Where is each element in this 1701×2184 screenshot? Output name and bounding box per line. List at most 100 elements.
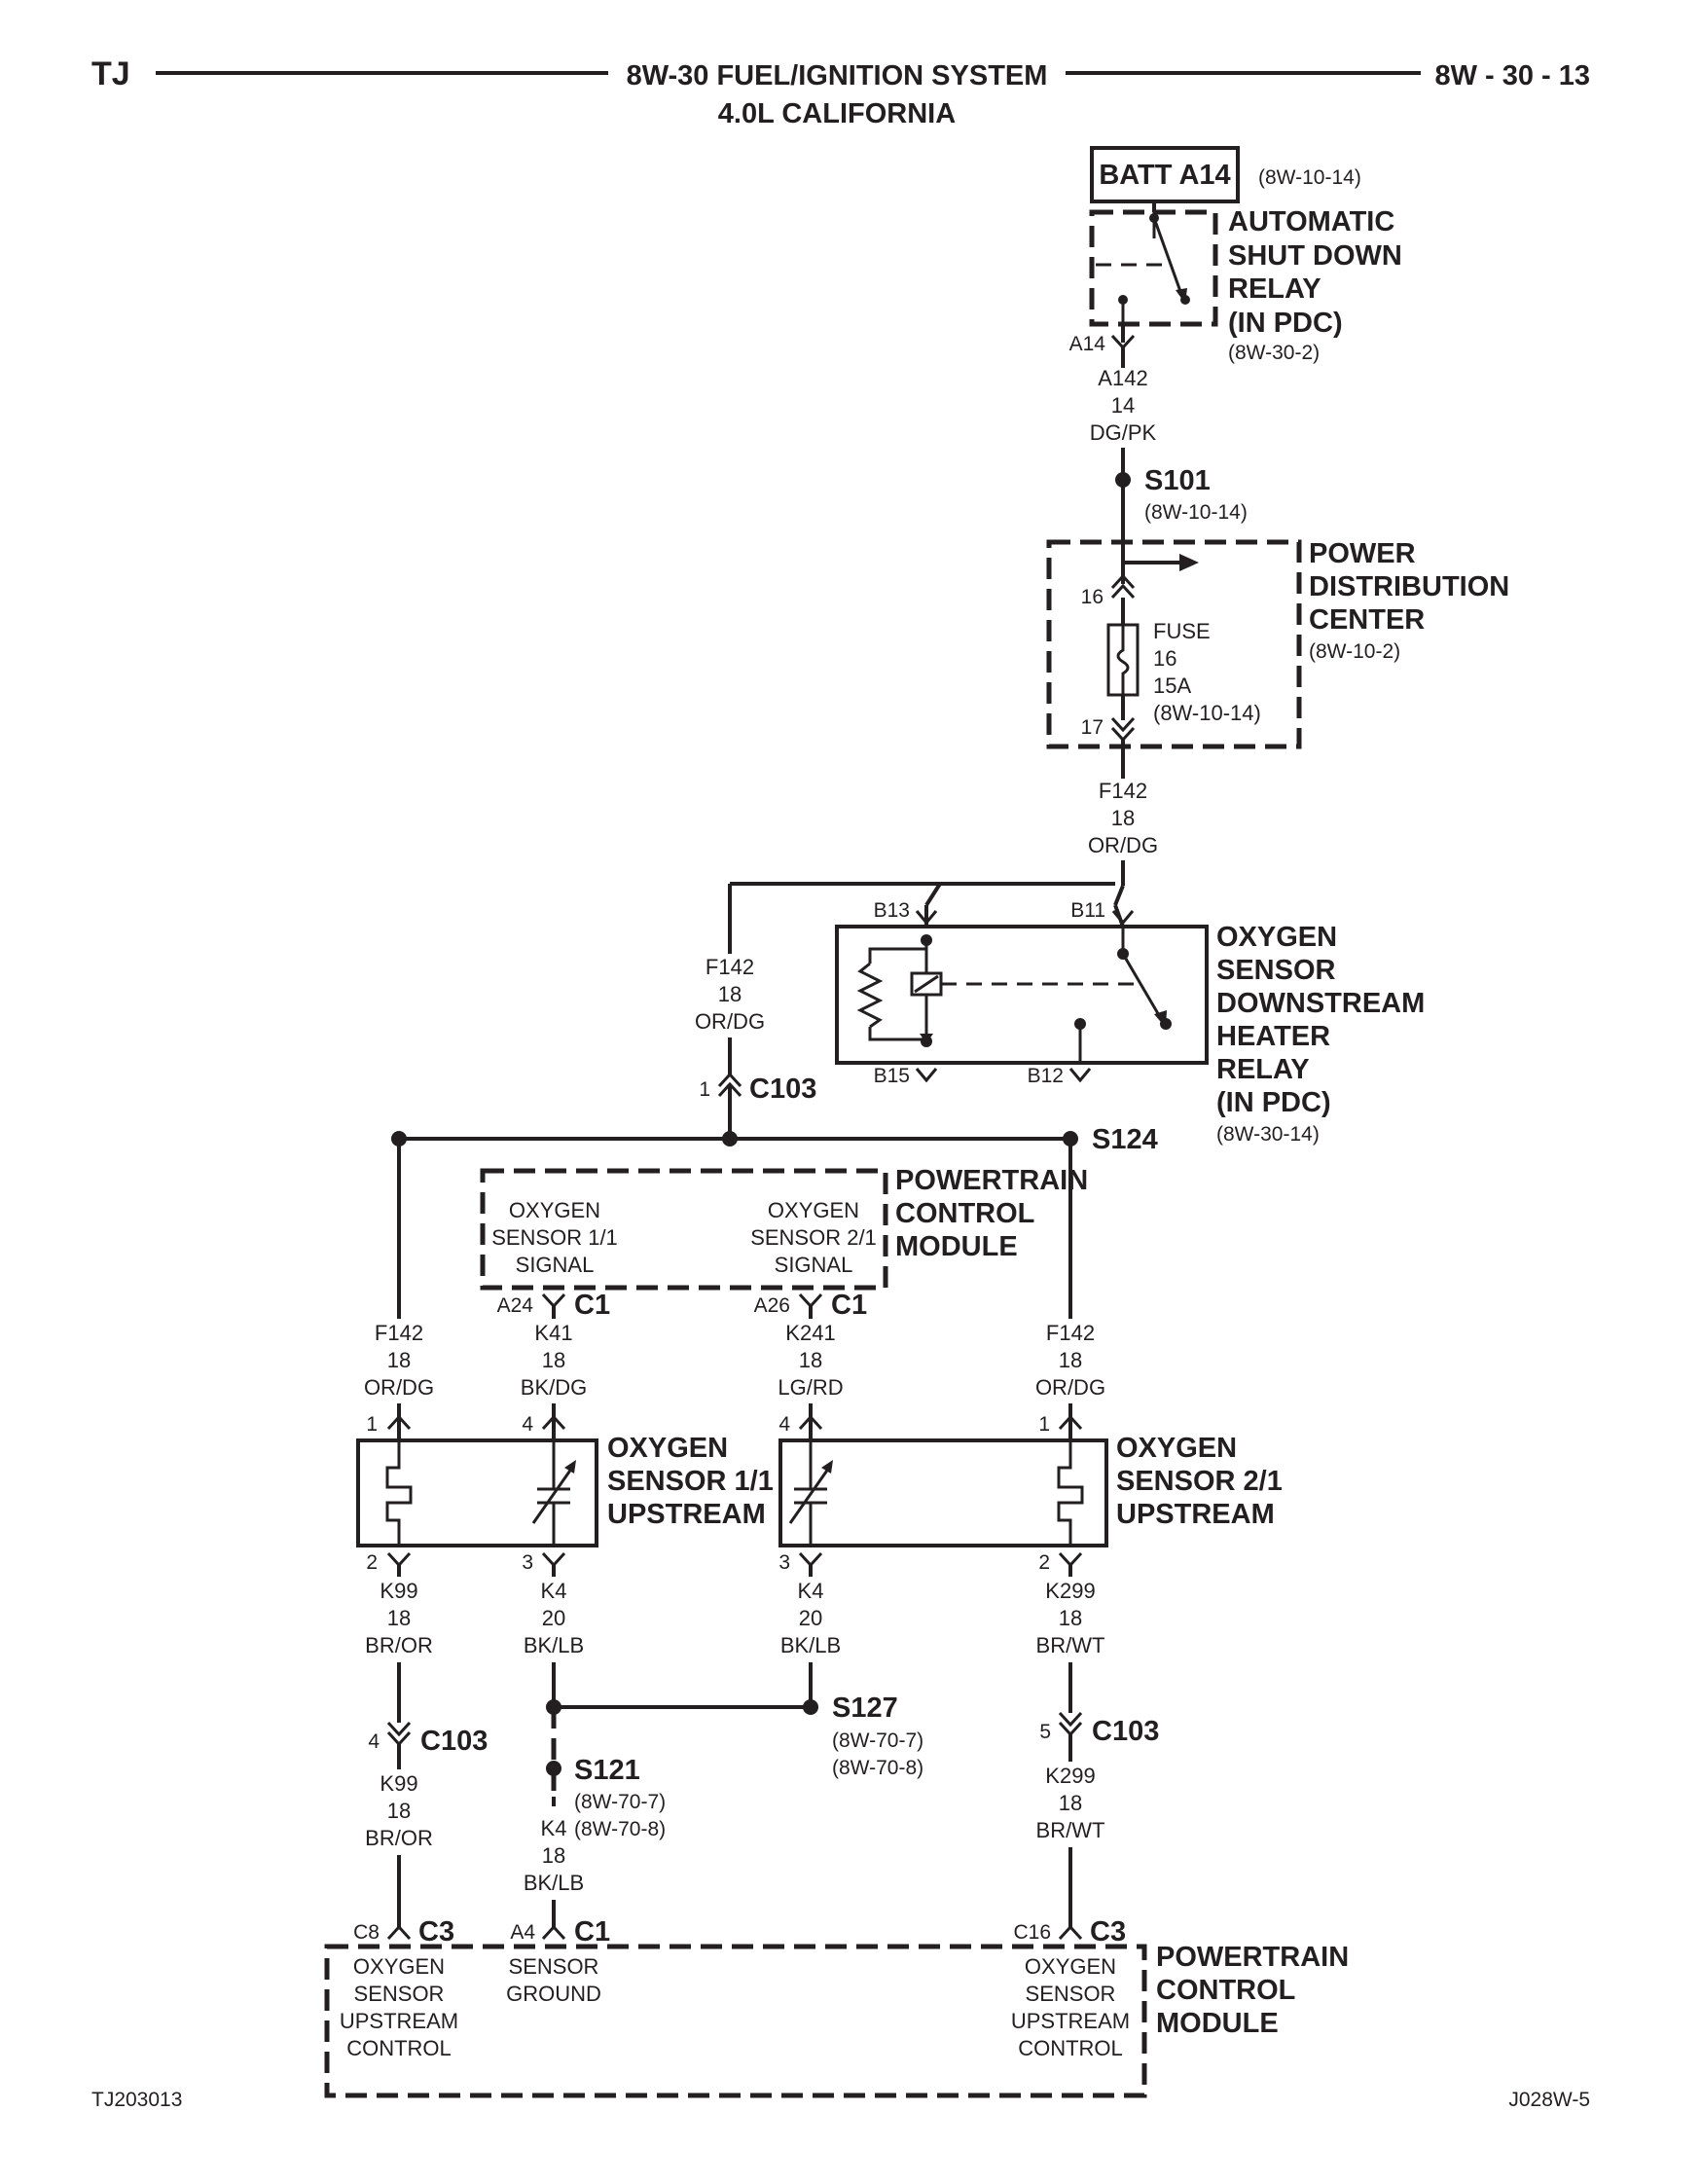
b12-connector [1068, 1068, 1092, 1083]
pcm-col3-line4: CONTROL [1018, 2036, 1123, 2060]
sensor11-line3: UPSTREAM [607, 1499, 766, 1530]
s21-pin4-connector [798, 1414, 823, 1431]
pcm-pin-c16: C16 [1013, 1921, 1051, 1944]
s101-label: S101 [1144, 465, 1211, 496]
asd-relay-line3: RELAY [1228, 273, 1321, 305]
w4-circuit: F142 [1046, 1321, 1095, 1345]
pcm-c1-b: C1 [831, 1290, 867, 1321]
pcm-c1-bottom: C1 [574, 1916, 610, 1947]
relay-coil-top-wire [868, 940, 928, 964]
o2-relay-line3: DOWNSTREAM [1216, 988, 1425, 1019]
w3-circuit: K241 [785, 1321, 835, 1345]
sensor11-line1: OXYGEN [607, 1433, 728, 1464]
lw1-gauge: 18 [387, 1606, 411, 1630]
bw2-gauge: 18 [542, 1843, 565, 1868]
s121-ref1: (8W-70-7) [574, 1791, 666, 1813]
s21-pin2-connector [1058, 1551, 1083, 1568]
fuse-line2: 16 [1153, 646, 1176, 671]
pcm-bottom-line3: MODULE [1156, 2008, 1279, 2039]
a142-color: DG/PK [1090, 420, 1157, 445]
relay-switch-arm [1121, 953, 1165, 1023]
a142-circuit: A142 [1098, 366, 1147, 390]
bus-splice-center [722, 1131, 738, 1147]
b15-connector [915, 1068, 938, 1083]
s21-pin1-connector [1058, 1414, 1083, 1431]
s101-ref: (8W-10-14) [1144, 501, 1248, 524]
pin-b15: B15 [874, 1065, 910, 1087]
sensor11-line2: SENSOR 1/1 [607, 1466, 774, 1497]
pcm-pin-a24: A24 [497, 1294, 534, 1317]
s21-pin-tr: 1 [1038, 1413, 1050, 1436]
bw2-color: BK/LB [524, 1871, 584, 1895]
pcm-top-line1: POWERTRAIN [895, 1165, 1088, 1196]
s21-pin-bl: 3 [778, 1551, 790, 1574]
o2-relay-line5: RELAY [1216, 1054, 1310, 1085]
bw4-circuit: K299 [1045, 1764, 1095, 1788]
pcm-col1-line2: SENSOR [354, 1982, 445, 2006]
asd-relay-box [1089, 209, 1218, 327]
pdc-pin-in: 16 [1081, 586, 1104, 608]
batt-ref: (8W-10-14) [1258, 166, 1361, 189]
pcm-c3-left: C3 [418, 1916, 454, 1947]
s11-arrow-head [564, 1460, 576, 1474]
s21-heater [1057, 1440, 1084, 1546]
batt-label: BATT A14 [1099, 160, 1230, 191]
s121-ref2: (8W-70-8) [574, 1818, 666, 1840]
f142-top-gauge: 18 [1111, 806, 1135, 830]
lw4-color: BR/WT [1036, 1633, 1105, 1657]
pdc-out-connector [1110, 716, 1136, 733]
c103-right-connector [1058, 1711, 1083, 1728]
b11-lead [1113, 904, 1125, 928]
s11-variable-arrow [531, 1464, 576, 1524]
bw2-circuit: K4 [541, 1816, 567, 1840]
fuse-line4: (8W-10-14) [1153, 701, 1261, 725]
s11-pin1-connector [386, 1414, 412, 1431]
s11-pin4-connector [541, 1414, 566, 1431]
pcm-top-box [480, 1168, 888, 1291]
w3-gauge: 18 [799, 1348, 822, 1372]
pcm-sig2-line3: SIGNAL [775, 1253, 853, 1277]
lw3-circuit: K4 [798, 1579, 824, 1603]
bw1-gauge: 18 [387, 1799, 411, 1823]
pdc-in-connector [1110, 583, 1136, 600]
sensor21-box [778, 1438, 1108, 1547]
c103-right-pin: 5 [1039, 1721, 1051, 1743]
bw1-color: BR/OR [365, 1826, 433, 1850]
c103-left-pin: 4 [368, 1730, 380, 1753]
pcm-sig1-line2: SENSOR 1/1 [491, 1225, 618, 1250]
relay-switch-contact [1160, 1018, 1172, 1030]
lw2-gauge: 20 [542, 1606, 565, 1630]
asd-switch-arm [1152, 217, 1184, 298]
c103-left-label: C103 [420, 1726, 488, 1757]
pcm-sig2-line1: OXYGEN [768, 1198, 859, 1222]
sensor21-line3: UPSTREAM [1116, 1499, 1275, 1530]
c103-top-label: C103 [749, 1074, 816, 1105]
pcm-sig1-line3: SIGNAL [516, 1253, 595, 1277]
page-subtitle: 4.0L CALIFORNIA [718, 98, 956, 129]
lw2-circuit: K4 [541, 1579, 567, 1603]
s127-ref2: (8W-70-8) [832, 1757, 923, 1779]
s101-splice [1115, 472, 1131, 488]
c103-left-connector [386, 1721, 412, 1737]
s21-pin3-connector [798, 1551, 823, 1568]
f142-top-color: OR/DG [1088, 833, 1158, 857]
f142-left-circuit: F142 [706, 955, 754, 979]
sensor21-line2: SENSOR 2/1 [1116, 1466, 1283, 1497]
f142-top-circuit: F142 [1099, 779, 1147, 803]
f142-to-b13-diag [924, 882, 942, 907]
w3-color: LG/RD [778, 1375, 843, 1400]
pcm-col1-line1: OXYGEN [353, 1954, 445, 1979]
asd-relay-line4: (IN PDC) [1228, 308, 1343, 339]
pcm-bottom-line2: CONTROL [1156, 1975, 1295, 2006]
bw1-circuit: K99 [380, 1771, 417, 1796]
pcm-c16-connector [1058, 1924, 1083, 1941]
s121-label: S121 [574, 1755, 640, 1786]
s127-ref1: (8W-70-7) [832, 1729, 923, 1752]
o2-relay-ref: (8W-30-14) [1216, 1123, 1320, 1146]
w1-gauge: 18 [387, 1348, 411, 1372]
relay-coil-arrow [920, 1034, 933, 1043]
fuse-line3: 15A [1153, 673, 1191, 698]
pcm-sig2-line2: SENSOR 2/1 [750, 1225, 877, 1250]
pcm-a4-connector [541, 1924, 566, 1941]
w1-color: OR/DG [364, 1375, 434, 1400]
